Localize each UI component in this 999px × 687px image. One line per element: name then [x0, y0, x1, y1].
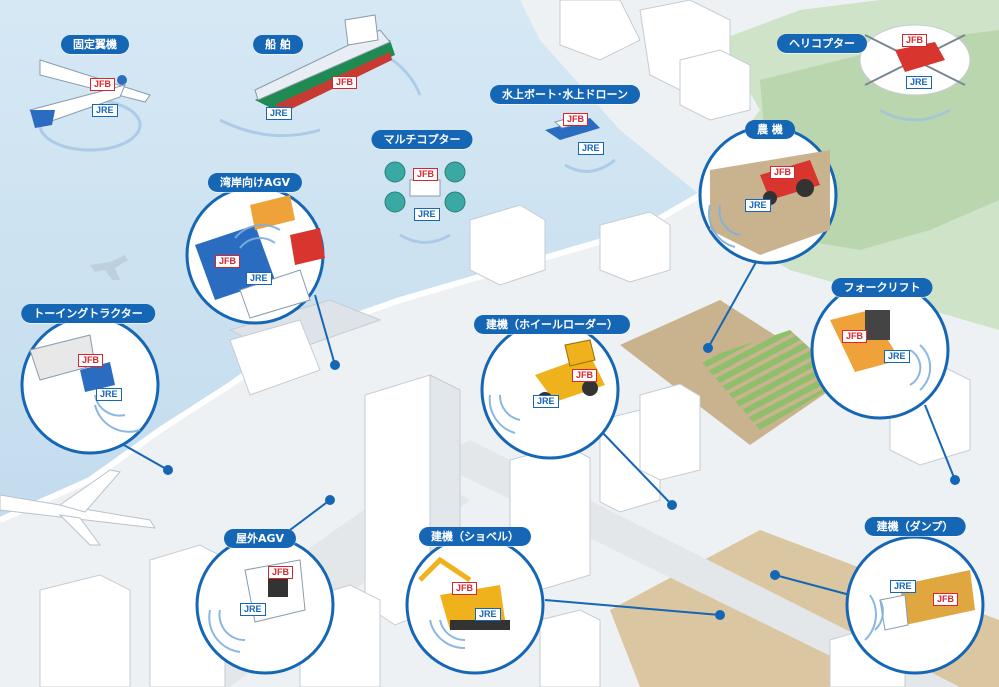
fixed-wing-vehicle: [29, 59, 151, 152]
jre-tag-fixed-wing: JRE: [92, 104, 118, 117]
ship-vehicle: [219, 14, 422, 138]
jre-tag-water-boat-drone: JRE: [578, 142, 604, 155]
jfb-tag-outdoor-agv: JFB: [268, 566, 294, 579]
jfb-tag-harbor-agv: JFB: [215, 255, 241, 268]
jre-tag-forklift: JRE: [884, 350, 910, 363]
jfb-tag-fixed-wing: JFB: [90, 78, 116, 91]
sea: [0, 0, 700, 520]
jfb-tag-multicopter: JFB: [413, 168, 439, 181]
jfb-tag-shovel: JFB: [452, 582, 478, 595]
connector-lines: [114, 254, 960, 620]
jfb-tag-water-boat-drone: JFB: [563, 113, 589, 126]
helicopter-vehicle: [859, 24, 971, 122]
label-fixed-wing: 固定翼機: [61, 35, 129, 54]
label-dump: 建機（ダンプ）: [864, 517, 966, 536]
label-outdoor-agv: 屋外AGV: [223, 529, 297, 548]
label-multicopter: マルチコプター: [371, 130, 473, 149]
label-helicopter: ヘリコプター: [777, 34, 867, 53]
jfb-tag-agriculture: JFB: [770, 166, 796, 179]
jre-tag-outdoor-agv: JRE: [240, 603, 266, 616]
label-towing-tractor: トーイングトラクター: [21, 304, 155, 323]
jfb-tag-dump: JFB: [933, 593, 959, 606]
jfb-tag-forklift: JFB: [842, 330, 868, 343]
label-ship: 船 舶: [253, 35, 303, 54]
jfb-tag-helicopter: JFB: [902, 34, 928, 47]
label-water-boat-drone: 水上ボート･水上ドローン: [490, 85, 640, 104]
label-harbor-agv: 湾岸向けAGV: [207, 173, 303, 192]
jre-tag-harbor-agv: JRE: [246, 272, 272, 285]
jre-tag-dump: JRE: [890, 580, 916, 593]
jre-tag-wheel-loader: JRE: [533, 395, 559, 408]
label-forklift: フォークリフト: [831, 278, 933, 297]
label-wheel-loader: 建機（ホイールローダー）: [474, 315, 630, 334]
jre-tag-agriculture: JRE: [745, 199, 771, 212]
label-shovel: 建機（ショベル）: [419, 527, 531, 546]
jfb-tag-ship: JFB: [332, 76, 358, 89]
jre-tag-shovel: JRE: [475, 608, 501, 621]
jfb-tag-towing-tractor: JFB: [78, 354, 104, 367]
jre-tag-multicopter: JRE: [414, 208, 440, 221]
jre-tag-towing-tractor: JRE: [96, 388, 122, 401]
jre-tag-ship: JRE: [266, 107, 292, 120]
wheel-loader-scene: [535, 339, 605, 408]
towing-tractor-scene: [29, 334, 115, 392]
jre-tag-helicopter: JRE: [906, 76, 932, 89]
airplane: [0, 469, 156, 546]
buildings: [39, 0, 971, 687]
label-agriculture: 農 機: [745, 120, 795, 139]
jfb-tag-wheel-loader: JFB: [572, 369, 598, 382]
